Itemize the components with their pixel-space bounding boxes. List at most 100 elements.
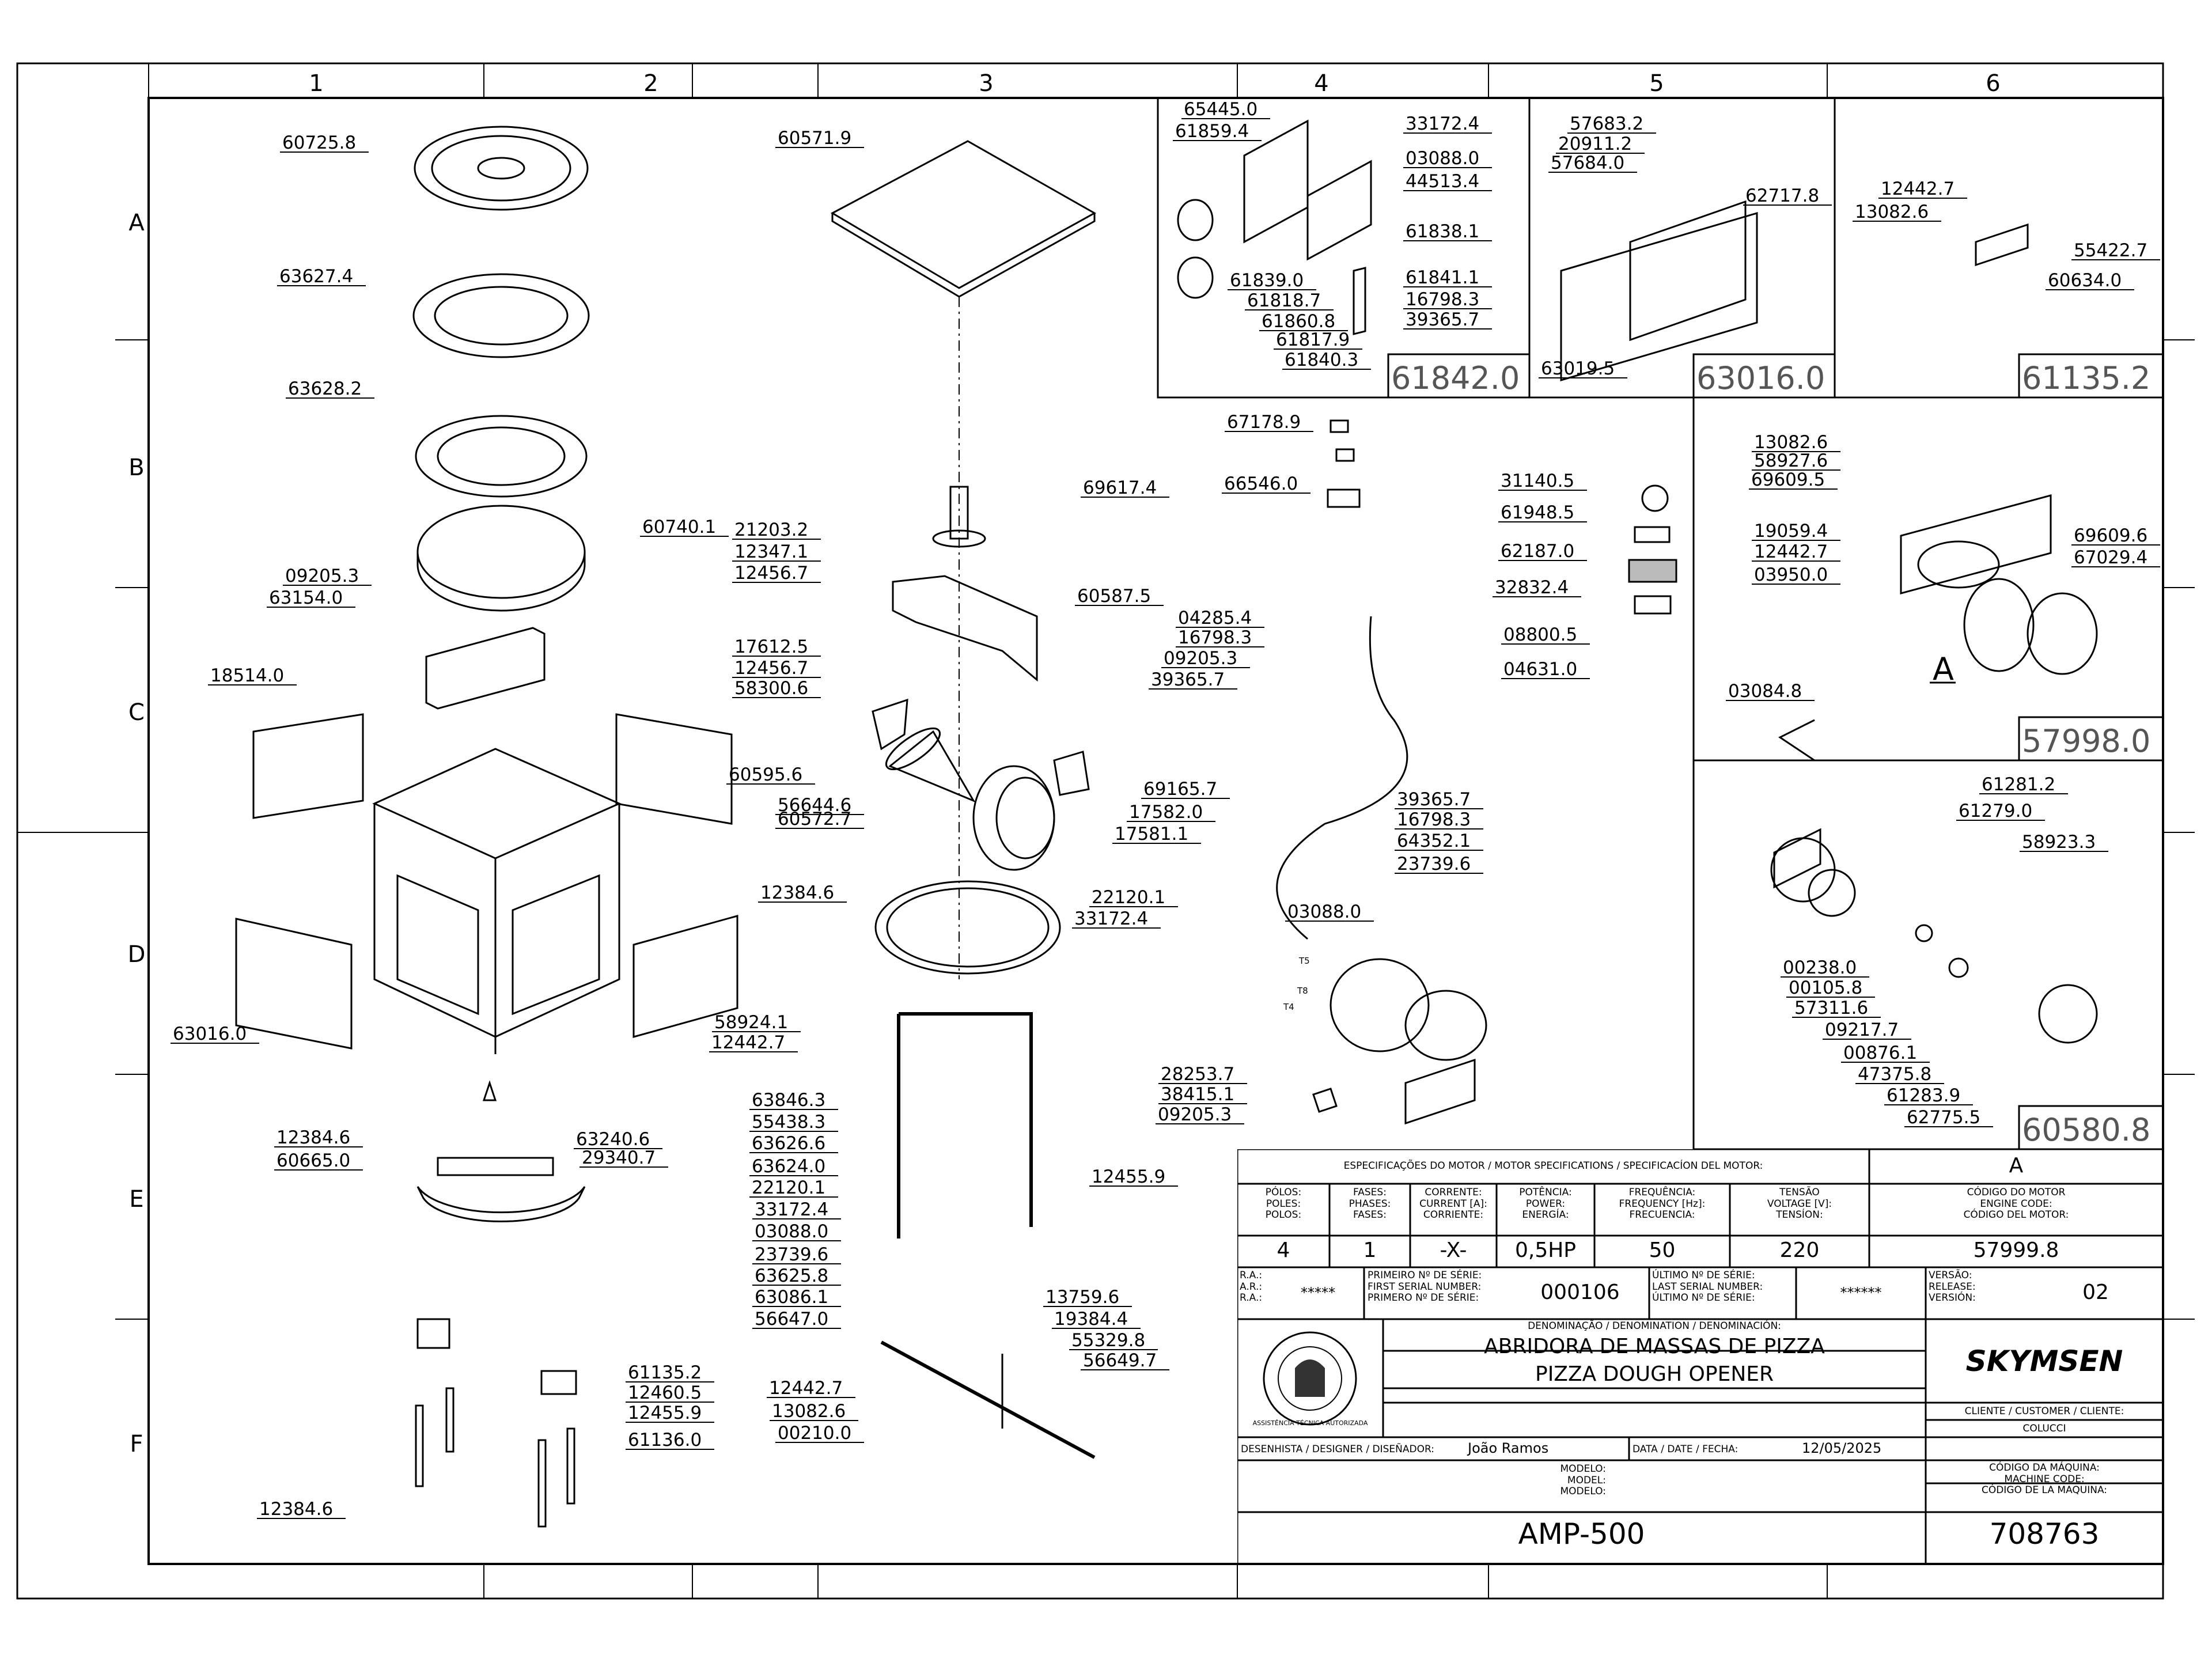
part-callout: 67178.9 [1227,412,1301,433]
part-callout: 62187.0 [1501,541,1574,562]
part-callout: 44513.4 [1406,171,1479,192]
part-callout: 55438.3 [752,1112,825,1132]
part-callout: 60725.8 [282,132,356,153]
part-callout: 61948.5 [1501,502,1574,523]
grid-row-b: B [128,454,144,481]
part-callout: 09205.3 [1158,1104,1232,1125]
part-callout: 16798.3 [1406,289,1479,310]
part-callout: 12456.7 [734,658,808,679]
value-poles: 4 [1277,1238,1290,1262]
part-callout: 61135.2 [628,1362,702,1383]
designer-label: DESENHISTA / DESIGNER / DISEÑADOR: [1241,1444,1434,1455]
denomination-label: DENOMINAÇÃO / DENOMINATION / DENOMINACIÓ… [1528,1320,1781,1332]
product-name-en: PIZZA DOUGH OPENER [1535,1362,1774,1386]
grid-row-c: C [128,699,145,726]
model-label: MODELO:MODEL:MODELO: [1560,1463,1606,1498]
part-callout: 60571.9 [778,128,851,149]
part-callout: 60665.0 [276,1150,350,1171]
part-callout: 09205.3 [1164,648,1237,669]
last-serial-label: ÚLTIMO Nº DE SÉRIE:LAST SERIAL NUMBER:ÚL… [1652,1270,1763,1304]
part-callout: 63154.0 [269,588,343,608]
part-callout: 61838.1 [1406,221,1479,242]
part-callout: 16798.3 [1397,809,1471,830]
part-callout: 63016.0 [173,1024,247,1044]
part-callout: 60740.1 [642,517,716,537]
part-callout: 67029.4 [2074,547,2147,568]
grid-row-f: F [130,1431,143,1457]
part-callout: 55422.7 [2074,240,2147,261]
part-callout: 47375.8 [1858,1064,1931,1085]
part-callout: 65445.0 [1184,99,1257,120]
detail-code: 61135.2 [2022,360,2150,396]
part-callout: 63624.0 [752,1156,825,1177]
part-callout: 63625.8 [755,1266,828,1286]
part-callout: 60572.7 [778,809,851,830]
part-callout: 69165.7 [1143,779,1217,800]
part-callout: 61860.8 [1262,311,1335,332]
value-power: 0,5HP [1514,1238,1577,1262]
part-callout: 04285.4 [1178,608,1252,628]
last-serial-value: ****** [1840,1285,1882,1301]
title-block: ESPECIFICAÇÕES DO MOTOR / MOTOR SPECIFIC… [1237,1149,2163,1564]
grid-col-5: 5 [1649,70,1664,97]
client-label: CLIENTE / CUSTOMER / CLIENTE: [1964,1406,2124,1417]
part-callout: 12347.1 [734,541,808,562]
part-callout: 33172.4 [1406,113,1479,134]
part-callout: 58923.3 [2022,832,2096,853]
part-callout: 58927.6 [1754,450,1828,471]
part-callout: 39365.7 [1151,669,1225,690]
part-callout: 62717.8 [1745,185,1819,206]
part-callout: 63019.5 [1541,358,1615,379]
designer-value: João Ramos [1468,1440,1549,1456]
version-value: 02 [2082,1281,2109,1304]
part-callout: 38415.1 [1161,1084,1234,1105]
value-voltage: 220 [1779,1238,1820,1262]
part-callout: 28253.7 [1161,1064,1234,1085]
value-frequency: 50 [1649,1238,1676,1262]
first-serial-value: 000106 [1540,1281,1620,1304]
part-callout: 61279.0 [1959,801,2032,821]
date-label: DATA / DATE / FECHA: [1633,1444,1738,1455]
part-callout: 39365.7 [1406,309,1479,330]
grid-col-1: 1 [309,70,323,97]
part-callout: 63627.4 [279,266,353,287]
part-callout: 12442.7 [1754,541,1828,562]
detail-code: 60580.8 [2022,1112,2150,1148]
part-callout: 22120.1 [752,1177,825,1198]
version-label: VERSÃO:RELEASE:VERSIÓN: [1929,1270,1976,1304]
part-callout: 62775.5 [1907,1107,1980,1128]
motor-variant: A [2009,1154,2024,1177]
part-callout: 31140.5 [1501,471,1574,491]
part-callout: 61841.1 [1406,267,1479,288]
part-callout: 60587.5 [1077,586,1151,607]
part-callout: 03088.0 [755,1221,828,1242]
part-callout: 12455.9 [1092,1166,1165,1187]
model-value: AMP-500 [1518,1517,1645,1551]
part-callout: 13759.6 [1046,1287,1119,1308]
part-callout: 21203.2 [734,520,808,540]
product-name-pt: ABRIDORA DE MASSAS DE PIZZA [1484,1335,1825,1358]
part-callout: 61839.0 [1230,270,1304,291]
part-callout: 00238.0 [1783,957,1857,978]
part-callout: 19059.4 [1754,521,1828,541]
part-callout: 19384.4 [1054,1309,1128,1330]
part-callout: 61840.3 [1285,350,1358,370]
part-callout: 13082.6 [1754,432,1828,453]
part-callout: 63626.6 [752,1133,825,1154]
part-callout: 00105.8 [1789,978,1862,998]
part-callout: 23739.6 [1397,854,1471,874]
part-callout: 61136.0 [628,1430,702,1450]
ra-value: ***** [1301,1285,1335,1301]
part-callout: 09205.3 [285,566,359,586]
part-callout: 12456.7 [734,563,808,584]
part-callout: 61817.9 [1276,329,1350,350]
motor-label: T5 [1298,956,1310,966]
part-callout: 16798.3 [1178,627,1252,648]
header-phases: FASES:PHASES:FASES: [1349,1187,1391,1221]
motor-label: T8 [1297,986,1308,996]
detail-marker: A [1933,651,1954,687]
ra-label: R.A.:A.R.:R.A.: [1240,1270,1263,1304]
